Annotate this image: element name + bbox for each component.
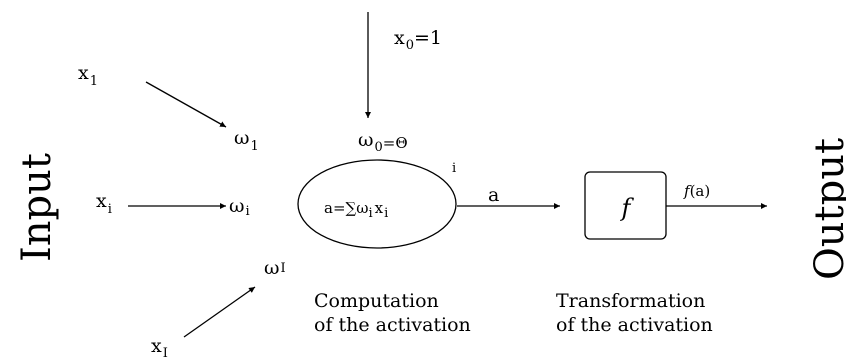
computation-caption-line1: Computation — [314, 290, 439, 312]
input-xi-label: xi — [96, 190, 112, 217]
output-side-label: Output — [807, 138, 846, 280]
input-side-label: Input — [14, 153, 60, 262]
input-x1-label: x1 — [78, 62, 98, 89]
bias-x0-label: x0=1 — [394, 27, 442, 53]
summation-node — [297, 159, 457, 249]
transformation-caption-line2: of the activation — [556, 314, 713, 336]
weight-w1-label: ω1 — [234, 127, 259, 154]
computation-caption-line2: of the activation — [314, 314, 471, 336]
neuron-index-label: i — [452, 161, 456, 176]
activation-label: a — [488, 184, 499, 206]
input-x1-arrow — [145, 81, 227, 128]
weight-wI-label: ωI — [264, 257, 286, 279]
bias-w0-label: ω0=Θ — [358, 129, 408, 155]
input-xI-arrow — [183, 286, 256, 338]
weight-wi-label: ωi — [229, 195, 250, 219]
output-label: f(a) — [683, 182, 710, 200]
transformation-caption-line1: Transformation — [556, 290, 705, 312]
input-xI-label: xI — [151, 335, 168, 358]
